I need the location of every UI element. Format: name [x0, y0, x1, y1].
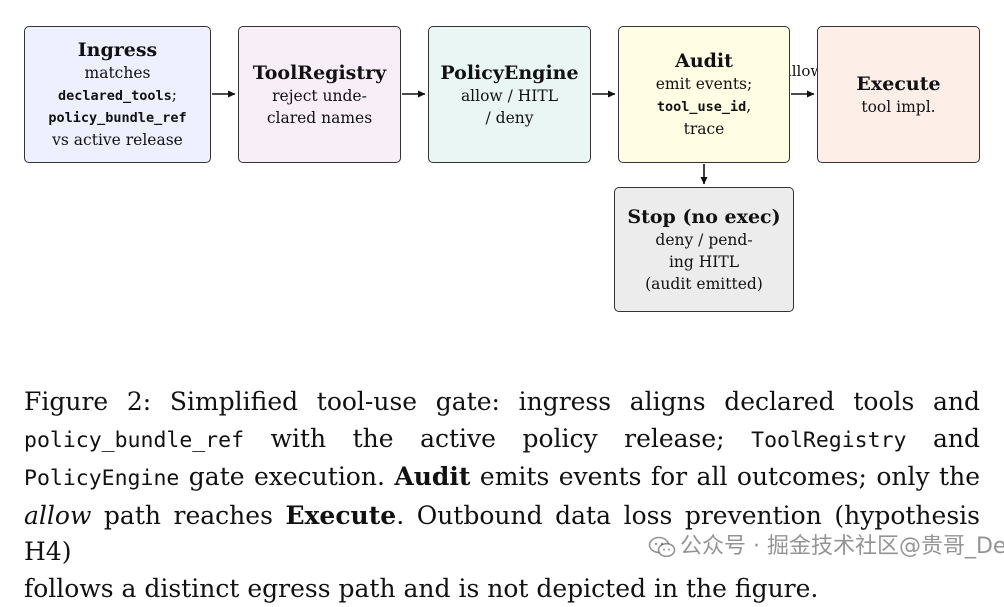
node-ingress-code2: policy_bundle_ref — [48, 107, 186, 129]
node-ingress-code1: declared_tools — [58, 88, 172, 104]
node-stop-line1: deny / pend- — [655, 229, 752, 251]
caption-code: ToolRegistry — [751, 428, 906, 453]
node-toolregistry-line1: reject unde- — [272, 85, 367, 107]
node-ingress-code1-suffix: ; — [172, 86, 177, 104]
caption-line-1: Figure 2: Simplified tool-use gate: ingr… — [24, 384, 980, 421]
node-audit-code1-suffix: , — [746, 97, 751, 115]
wechat-icon — [648, 536, 676, 558]
node-policyengine-line2: / deny — [486, 107, 534, 129]
diagram-canvas: allow Ingress matches declared_tools; po… — [0, 0, 1004, 578]
node-execute-line1: tool impl. — [861, 96, 935, 118]
node-ingress-title: Ingress — [78, 38, 157, 62]
node-audit-line2: trace — [684, 118, 725, 140]
caption-text: emits events for all outcomes; only the — [470, 462, 980, 491]
node-stop-title: Stop (no exec) — [627, 205, 780, 229]
caption-text: and — [906, 424, 980, 453]
node-stop-line3: (audit emitted) — [645, 273, 763, 295]
figure-caption: Figure 2: Simplified tool-use gate: ingr… — [24, 384, 980, 607]
caption-line-5: follows a distinct egress path and is no… — [24, 571, 980, 607]
caption-text: Figure 2: Simplified tool-use gate: ingr… — [24, 387, 980, 416]
node-execute-title: Execute — [856, 72, 940, 96]
node-audit-code1-row: tool_use_id, — [657, 95, 751, 118]
node-ingress: Ingress matches declared_tools; policy_b… — [24, 26, 211, 163]
node-ingress-line1: matches — [85, 62, 151, 84]
caption-line-3: PolicyEngine gate execution. Audit emits… — [24, 459, 980, 498]
node-execute: Execute tool impl. — [817, 26, 980, 163]
node-audit: Audit emit events; tool_use_id, trace — [618, 26, 790, 163]
watermark-text: 公众号 · 掘金技术社区@贵哥_Derek — [680, 534, 1004, 559]
caption-bold: Execute — [285, 501, 396, 530]
node-stop: Stop (no exec) deny / pend- ing HITL (au… — [614, 187, 794, 312]
node-audit-line1: emit events; — [656, 73, 752, 95]
node-ingress-line2: vs active release — [52, 129, 183, 151]
caption-text: gate execution. — [179, 462, 394, 491]
caption-line-2: policy_bundle_ref with the active policy… — [24, 421, 980, 460]
node-ingress-code1-row: declared_tools; — [58, 84, 177, 107]
node-toolregistry: ToolRegistry reject unde- clared names — [238, 26, 401, 163]
watermark: 公众号 · 掘金技术社区@贵哥_Derek — [648, 527, 993, 567]
caption-italic: allow — [24, 501, 91, 530]
node-toolregistry-title: ToolRegistry — [253, 61, 386, 85]
caption-bold: Audit — [394, 462, 470, 491]
node-stop-line2: ing HITL — [669, 251, 739, 273]
node-toolregistry-line2: clared names — [267, 107, 372, 129]
node-policyengine-line1: allow / HITL — [461, 85, 558, 107]
caption-code: PolicyEngine — [24, 466, 179, 491]
node-audit-title: Audit — [675, 49, 733, 73]
node-policyengine-title: PolicyEngine — [440, 61, 578, 85]
caption-text: with the active policy release; — [244, 424, 751, 453]
node-audit-code1: tool_use_id — [657, 99, 746, 115]
caption-code: policy_bundle_ref — [24, 428, 244, 453]
node-policyengine: PolicyEngine allow / HITL / deny — [428, 26, 591, 163]
caption-text: path reaches — [91, 501, 285, 530]
